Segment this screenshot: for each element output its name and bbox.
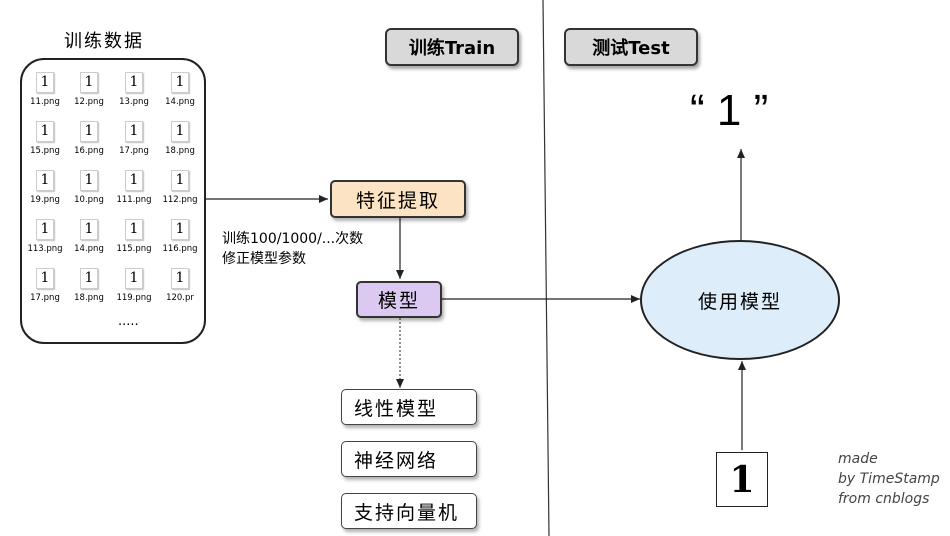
credit-text: made by TimeStamp from cnblogs	[838, 449, 940, 509]
digit-image-icon: 1	[125, 72, 143, 93]
digit-image-icon: 1	[171, 72, 189, 93]
feature-extraction-box: 特征提取	[330, 180, 466, 218]
training-file-item: 1 112.png	[157, 170, 203, 205]
file-name: 19.png	[30, 195, 60, 205]
training-file-item: 1 116.png	[157, 219, 203, 254]
file-name: 14.png	[74, 244, 104, 254]
training-file-item: 1 10.png	[66, 170, 112, 205]
test-input-image: 1	[716, 452, 768, 507]
file-name: 18.png	[74, 293, 104, 303]
digit-image-icon: 1	[125, 121, 143, 142]
training-file-item: 1 18.png	[66, 268, 112, 303]
training-data-title: 训练数据	[64, 31, 144, 52]
digit-image-icon: 1	[36, 121, 54, 142]
training-file-item: 1 11.png	[22, 72, 68, 107]
digit-image-icon: 1	[36, 72, 54, 93]
file-name: 120.pr	[166, 293, 194, 303]
training-file-item: 1 12.png	[66, 72, 112, 107]
credit-line3: from cnblogs	[838, 491, 930, 507]
digit-image-icon: 1	[80, 170, 98, 191]
training-file-item: 1 17.png	[111, 121, 157, 156]
file-name: 11.png	[30, 97, 60, 107]
file-name: 12.png	[74, 97, 104, 107]
file-name: 13.png	[119, 97, 149, 107]
digit-image-icon: 1	[36, 170, 54, 191]
prediction-output: “ 1 ”	[690, 86, 769, 135]
file-name: 16.png	[74, 146, 104, 156]
training-file-item: 1 18.png	[157, 121, 203, 156]
use-model-ellipse: 使用模型	[640, 240, 840, 360]
file-name: 14.png	[165, 97, 195, 107]
digit-image-icon: 1	[125, 268, 143, 289]
file-name: 115.png	[116, 244, 152, 254]
iteration-note-line1: 训练100/1000/...次数	[222, 231, 364, 247]
model-box: 模型	[356, 281, 442, 318]
iteration-note: 训练100/1000/...次数 修正模型参数	[222, 229, 363, 269]
digit-image-icon: 1	[36, 268, 54, 289]
file-name: 17.png	[30, 293, 60, 303]
training-file-item: 1 113.png	[22, 219, 68, 254]
algorithm-linear-model: 线性模型	[341, 389, 477, 425]
credit-line1: made	[838, 451, 878, 467]
credit-line2: by TimeStamp	[838, 471, 940, 487]
algorithm-neural-network: 神经网络	[341, 441, 477, 477]
digit-image-icon: 1	[171, 219, 189, 240]
file-name: 15.png	[30, 146, 60, 156]
digit-image-icon: 1	[125, 170, 143, 191]
training-file-item: 1 16.png	[66, 121, 112, 156]
training-file-item: 1 111.png	[111, 170, 157, 205]
file-name: 17.png	[119, 146, 149, 156]
digit-image-icon: 1	[80, 268, 98, 289]
file-name: 112.png	[162, 195, 198, 205]
file-name: 111.png	[116, 195, 152, 205]
file-name: 116.png	[162, 244, 198, 254]
digit-image-icon: 1	[80, 121, 98, 142]
digit-image-icon: 1	[171, 121, 189, 142]
train-test-divider	[542, 0, 550, 536]
training-file-item: 1 14.png	[66, 219, 112, 254]
training-file-item: 1 120.pr	[157, 268, 203, 303]
digit-image-icon: 1	[171, 268, 189, 289]
digit-image-icon: 1	[80, 72, 98, 93]
file-name: 119.png	[116, 293, 152, 303]
digit-image-icon: 1	[171, 170, 189, 191]
training-file-item: 1 17.png	[22, 268, 68, 303]
training-file-item: 1 119.png	[111, 268, 157, 303]
test-header: 测试Test	[564, 28, 698, 66]
iteration-note-line2: 修正模型参数	[222, 251, 306, 267]
train-header: 训练Train	[385, 28, 519, 66]
training-file-item: 1 14.png	[157, 72, 203, 107]
digit-image-icon: 1	[80, 219, 98, 240]
file-name: 18.png	[165, 146, 195, 156]
training-file-item: 1 19.png	[22, 170, 68, 205]
training-file-item: 1 13.png	[111, 72, 157, 107]
more-files-ellipsis: .....	[118, 314, 139, 329]
file-name: 10.png	[74, 195, 104, 205]
training-file-item: 1 115.png	[111, 219, 157, 254]
digit-image-icon: 1	[125, 219, 143, 240]
file-name: 113.png	[27, 244, 63, 254]
digit-image-icon: 1	[36, 219, 54, 240]
training-file-item: 1 15.png	[22, 121, 68, 156]
algorithm-svm: 支持向量机	[341, 493, 477, 529]
